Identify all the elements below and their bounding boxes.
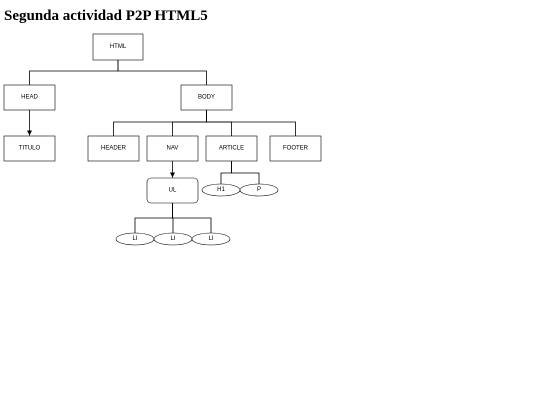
node-titulo-shape: [3, 135, 56, 162]
edge-body-to-footer: [206, 110, 296, 136]
node-p: P: [239, 183, 279, 197]
node-li3-shape: [191, 232, 231, 246]
node-li1-label: LI: [132, 236, 137, 242]
node-nav-shape: [146, 135, 199, 162]
node-titulo: TITULO: [3, 135, 56, 162]
node-ul: UL: [146, 177, 199, 204]
edge-body-to-nav: [172, 110, 207, 136]
node-p-label: P: [257, 187, 261, 193]
node-nav: NAV: [146, 135, 199, 162]
node-html-shape: [92, 33, 144, 61]
node-ul-shape: [146, 177, 199, 204]
node-footer-label: FOOTER: [283, 146, 309, 152]
node-body-shape: [180, 84, 233, 111]
node-article-shape: [205, 135, 258, 162]
node-header-label: HEADER: [101, 146, 127, 152]
edge-ul-to-li3: [172, 203, 212, 233]
nodes: HTML HEAD BODY TITULO HEADER NAV ARTICLE FOOTER…: [3, 33, 322, 246]
edge-article-to-h1: [220, 161, 232, 184]
node-header: HEADER: [87, 135, 140, 162]
edge-html-to-head: [29, 60, 119, 85]
node-footer-shape: [269, 135, 322, 162]
node-li3-label: LI: [208, 236, 213, 242]
edge-html-to-body: [117, 60, 207, 85]
node-titulo-label: TITULO: [19, 146, 41, 152]
node-head-shape: [3, 84, 56, 111]
node-li2: LI: [153, 232, 193, 246]
node-head-label: HEAD: [21, 95, 38, 101]
node-nav-label: NAV: [167, 146, 179, 152]
edge-body-to-header: [113, 110, 207, 136]
edge-body-to-article: [206, 110, 232, 136]
node-li3: LI: [191, 232, 231, 246]
node-body: BODY: [180, 84, 233, 111]
node-body-label: BODY: [198, 95, 215, 101]
node-footer: FOOTER: [269, 135, 322, 162]
node-article-label: ARTICLE: [219, 146, 244, 152]
page-title: Segunda actividad P2P HTML5: [4, 8, 208, 24]
edge-ul-to-li1: [134, 203, 173, 233]
connectors: [27, 60, 296, 233]
node-h1: H1: [201, 183, 241, 197]
node-html: HTML: [92, 33, 144, 61]
node-h1-label: H1: [217, 187, 225, 193]
node-article: ARTICLE: [205, 135, 258, 162]
node-li2-label: LI: [170, 236, 175, 242]
node-li1: LI: [115, 232, 155, 246]
node-head: HEAD: [3, 84, 56, 111]
node-header-shape: [87, 135, 140, 162]
edge-article-to-p: [231, 161, 260, 184]
node-p-shape: [239, 183, 279, 197]
node-html-label: HTML: [110, 44, 127, 50]
node-ul-label: UL: [169, 188, 177, 194]
